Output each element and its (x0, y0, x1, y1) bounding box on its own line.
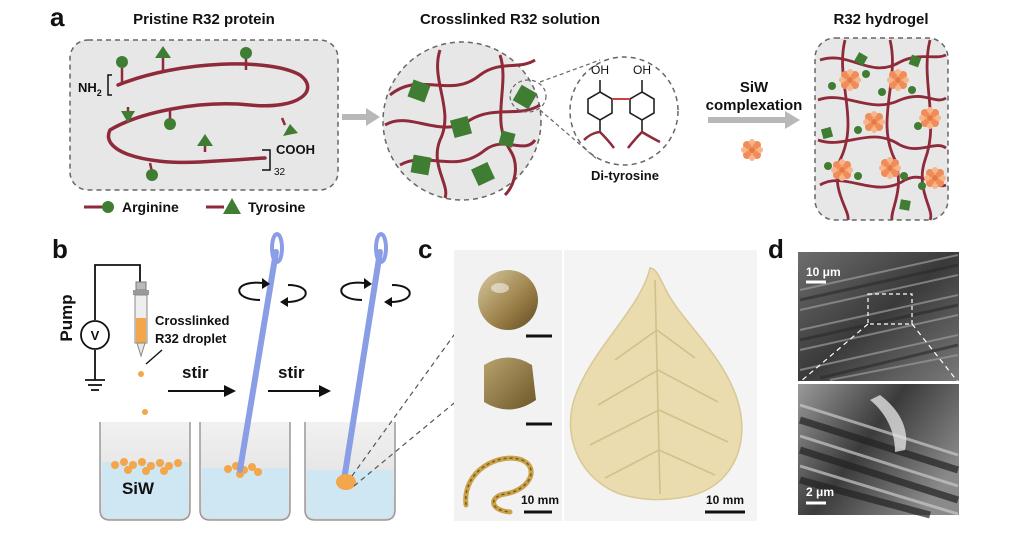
oh-left-label: OH (591, 63, 609, 77)
arrow-complexation (708, 111, 800, 129)
stir-arrow-2 (268, 385, 331, 397)
arrow-pristine-to-crosslinked (342, 108, 380, 126)
bead-sphere (478, 270, 538, 330)
legend-tyrosine: Tyrosine (248, 199, 306, 215)
panel-c: c 10 mm 10 mm (418, 234, 757, 521)
stir-arrow-1 (168, 385, 236, 397)
droplet-label-line1: Crosslinked (155, 313, 229, 328)
scale-bar-bottom: 2 μm (806, 485, 834, 499)
cube-shape (484, 357, 536, 410)
beaker-3 (304, 232, 411, 521)
voltmeter-icon (80, 320, 110, 350)
nh2-label: NH2 (78, 80, 102, 98)
stir-label-1: stir (182, 363, 209, 382)
pump-label: Pump (57, 294, 76, 341)
legend-arginine: Arginine (122, 199, 179, 215)
panel-a-letter: a (50, 2, 65, 32)
siw-beaker-label: SiW (122, 479, 155, 498)
panel-d-letter: d (768, 234, 784, 264)
siw-label: SiW (740, 79, 769, 96)
ditryosine-label: Di-tyrosine (591, 168, 659, 183)
crosslinked-title: Crosslinked R32 solution (420, 11, 600, 28)
beaker-1: SiW (99, 409, 191, 521)
repeat-label: 32 (274, 167, 286, 178)
panel-d: d 10 μm (768, 234, 960, 519)
hydrogel-title: R32 hydrogel (833, 11, 928, 28)
crosslinked-solution-circle (382, 41, 547, 201)
pristine-title: Pristine R32 protein (133, 11, 275, 28)
leaf-shape (569, 267, 743, 501)
scale-bar-right: 10 mm (706, 493, 744, 507)
legend: Arginine Tyrosine (84, 198, 306, 215)
beaker-2 (199, 232, 307, 521)
scale-bar-left: 10 mm (521, 493, 559, 507)
pristine-protein-box: NH2 COOH 32 (69, 39, 339, 191)
oh-right-label: OH (633, 63, 651, 77)
photo-fiber (454, 431, 562, 521)
panel-b: b V Pump Crosslinked R32 droplet (52, 232, 536, 521)
syringe-icon (133, 281, 149, 377)
ditryosine-zoom-circle: OH OH (569, 56, 679, 166)
complexation-label: complexation (706, 97, 803, 114)
panel-a: a Pristine R32 protein Crosslinked R32 s… (50, 2, 949, 221)
voltmeter-label: V (91, 328, 100, 343)
pump-circuit (85, 264, 141, 391)
droplet-label-line2: R32 droplet (155, 331, 227, 346)
panel-c-letter: c (418, 234, 432, 264)
panel-b-letter: b (52, 234, 68, 264)
cooh-label: COOH (276, 142, 315, 157)
stir-label-2: stir (278, 363, 305, 382)
hydrogel-network-box (814, 37, 949, 221)
siw-cluster-icon (741, 139, 763, 161)
scale-bar-top: 10 μm (806, 265, 841, 279)
